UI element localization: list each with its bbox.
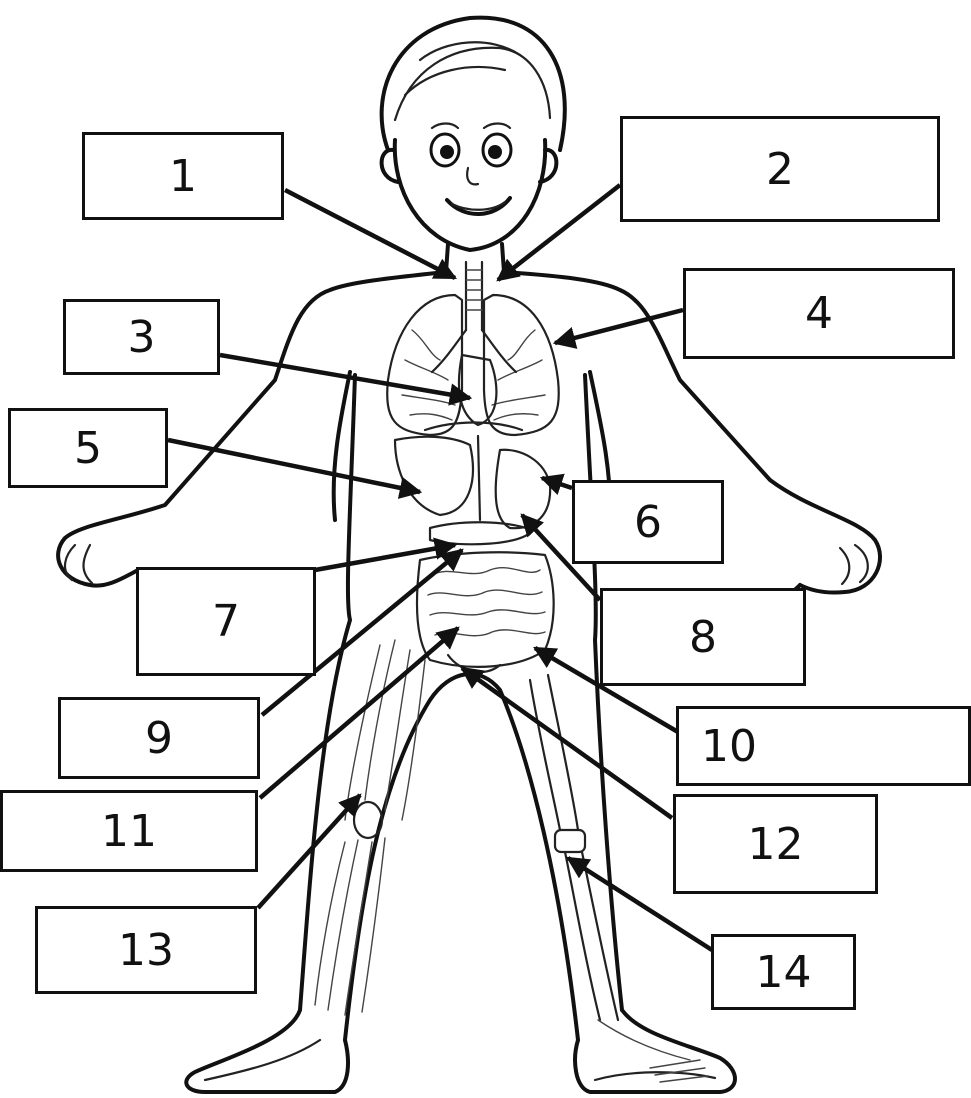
label-box-12: 12: [673, 794, 878, 894]
label-text-7: 7: [212, 596, 240, 647]
arrow-6: [542, 478, 572, 488]
label-box-4: 4: [683, 268, 955, 359]
label-text-9: 9: [145, 713, 173, 764]
arrow-1: [285, 190, 455, 278]
head: [382, 18, 565, 250]
arrow-12: [462, 668, 672, 818]
diaphragm: [425, 423, 522, 431]
pancreas: [430, 522, 532, 544]
lungs: [387, 262, 559, 435]
liver: [395, 437, 473, 515]
label-box-3: 3: [63, 299, 220, 375]
heart: [459, 355, 496, 425]
esophagus: [478, 436, 480, 520]
abdomen-organs: [395, 436, 554, 672]
label-box-7: 7: [136, 567, 316, 676]
hair: [382, 18, 565, 150]
label-box-1: 1: [82, 132, 284, 220]
label-box-2: 2: [620, 116, 940, 222]
label-box-5: 5: [8, 408, 168, 488]
label-text-10: 10: [701, 721, 757, 772]
label-text-6: 6: [634, 497, 662, 548]
label-box-13: 13: [35, 906, 257, 994]
label-text-12: 12: [748, 819, 804, 870]
arrow-5: [168, 440, 420, 492]
label-box-10: 10: [676, 706, 971, 786]
label-text-5: 5: [74, 423, 102, 474]
trachea: [466, 262, 482, 330]
label-box-9: 9: [58, 697, 260, 779]
label-text-8: 8: [689, 612, 717, 663]
label-text-3: 3: [128, 312, 156, 363]
label-text-4: 4: [805, 288, 833, 339]
label-text-2: 2: [766, 144, 794, 195]
label-box-14: 14: [711, 934, 856, 1010]
arrow-4: [555, 310, 683, 343]
knee: [354, 802, 382, 838]
label-text-13: 13: [118, 925, 174, 976]
arrow-2: [498, 185, 620, 280]
legs: [186, 674, 735, 1092]
label-box-6: 6: [572, 480, 724, 564]
label-text-11: 11: [101, 806, 157, 857]
label-text-1: 1: [169, 151, 197, 202]
label-box-11: 11: [0, 790, 258, 872]
label-text-14: 14: [756, 947, 812, 998]
bladder: [448, 655, 500, 672]
label-box-8: 8: [600, 588, 806, 686]
